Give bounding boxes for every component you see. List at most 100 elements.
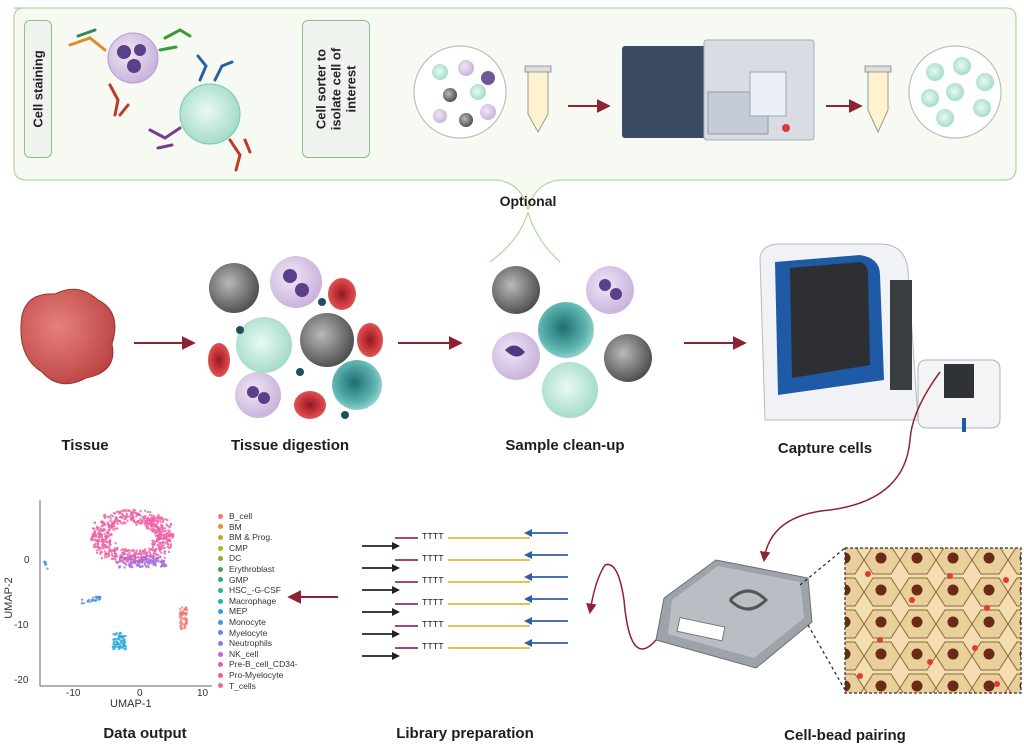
umap-point — [151, 522, 154, 526]
umap-point — [156, 527, 160, 530]
umap-point — [122, 635, 126, 638]
legend-swatch — [218, 640, 223, 646]
umap-point — [151, 528, 155, 531]
mixed-population — [413, 45, 507, 139]
umap-point — [154, 528, 157, 532]
umap-point — [103, 540, 107, 543]
umap-point — [163, 552, 166, 555]
umap-point — [152, 518, 156, 521]
umap-point — [104, 553, 107, 556]
umap-point — [136, 519, 140, 523]
umap-point — [130, 560, 133, 564]
umap-point — [134, 561, 137, 564]
umap-point — [159, 541, 162, 544]
umap-point — [124, 647, 128, 651]
cell-sorter-label: Cell sorter to isolate cell of interest — [314, 48, 359, 130]
legend-label: T_cells — [229, 680, 256, 691]
umap-point — [112, 511, 116, 515]
legend-item: Monocyte — [218, 617, 298, 628]
umap-point — [117, 634, 120, 637]
umap-point — [115, 640, 118, 643]
umap-point — [110, 553, 114, 556]
umap-point — [82, 602, 85, 605]
umap-point — [121, 558, 124, 562]
umap-point — [152, 551, 155, 555]
step-tissue-digestion: Tissue digestion — [230, 437, 350, 454]
read-arrowhead — [392, 652, 400, 660]
legend-item: Pro-Myelocyte — [218, 670, 298, 681]
umap-point — [158, 530, 161, 533]
umap-point — [160, 516, 164, 519]
umap-point — [148, 517, 151, 521]
umap-point — [167, 543, 170, 546]
umap-point — [148, 547, 151, 551]
umap-point — [95, 549, 99, 552]
read-arrowhead — [392, 542, 400, 550]
umap-point — [120, 640, 123, 643]
umap-point — [136, 552, 139, 556]
antibody-group-2 — [148, 54, 252, 172]
zoom-lines — [799, 547, 846, 691]
umap-point — [143, 548, 147, 551]
umap-point — [86, 600, 90, 603]
step-sample-cleanup: Sample clean-up — [505, 437, 625, 454]
umap-point — [121, 646, 125, 649]
umap-point — [108, 546, 111, 549]
umap-point — [143, 509, 147, 512]
umap-point — [183, 624, 187, 627]
step-tissue: Tissue — [61, 437, 109, 454]
legend-label: MEP — [229, 606, 248, 617]
cell-staining-box: Cell staining — [24, 20, 52, 158]
umap-point — [116, 546, 119, 550]
umap-point — [100, 556, 104, 560]
umap-point — [169, 544, 172, 548]
umap-point — [102, 546, 105, 549]
umap-point — [161, 530, 164, 533]
legend-label: BM — [229, 521, 242, 532]
cell-sorter-line-2: isolate cell of — [328, 47, 344, 131]
umap-point — [138, 520, 141, 523]
legend-item: CMP — [218, 543, 298, 554]
legend-swatch — [218, 524, 223, 530]
umap-point — [161, 521, 165, 524]
legend-label: Neutrophils — [229, 638, 272, 649]
umap-point — [123, 508, 127, 512]
umap-point — [163, 527, 167, 530]
umap-point — [126, 549, 129, 552]
umap-point — [163, 537, 166, 540]
umap-point — [180, 606, 184, 609]
read-arrowhead — [392, 608, 400, 616]
umap-point — [154, 561, 157, 565]
sorted-population — [908, 45, 1002, 139]
legend-swatch — [218, 566, 223, 572]
umap-point — [115, 561, 118, 564]
umap-point — [179, 627, 183, 631]
umap-point — [98, 535, 101, 538]
umap-point — [178, 615, 181, 619]
legend-label: B_cell — [229, 511, 253, 521]
legend-item: B_cell — [218, 511, 298, 522]
umap-point — [160, 543, 163, 547]
umap-point — [153, 523, 157, 526]
umap-point — [125, 556, 129, 559]
umap-point — [94, 542, 97, 546]
umap-point — [113, 640, 116, 644]
umap-point — [109, 519, 112, 523]
umap-point — [123, 638, 126, 641]
umap-point — [114, 519, 117, 523]
umap-point — [113, 524, 116, 528]
umap-point — [149, 511, 152, 514]
umap-point — [124, 645, 127, 648]
umap-point — [120, 549, 123, 552]
read-blue-arrowhead — [524, 573, 532, 581]
umap-point — [180, 624, 183, 627]
umap-point — [80, 602, 83, 605]
legend-swatch — [218, 545, 223, 551]
umap-point — [164, 542, 167, 545]
umap-point — [160, 524, 164, 527]
legend-label: CMP — [229, 542, 248, 553]
umap-point — [95, 551, 99, 555]
umap-point — [139, 514, 142, 517]
stained-cell-teal — [179, 83, 241, 145]
umap-point — [97, 546, 100, 550]
